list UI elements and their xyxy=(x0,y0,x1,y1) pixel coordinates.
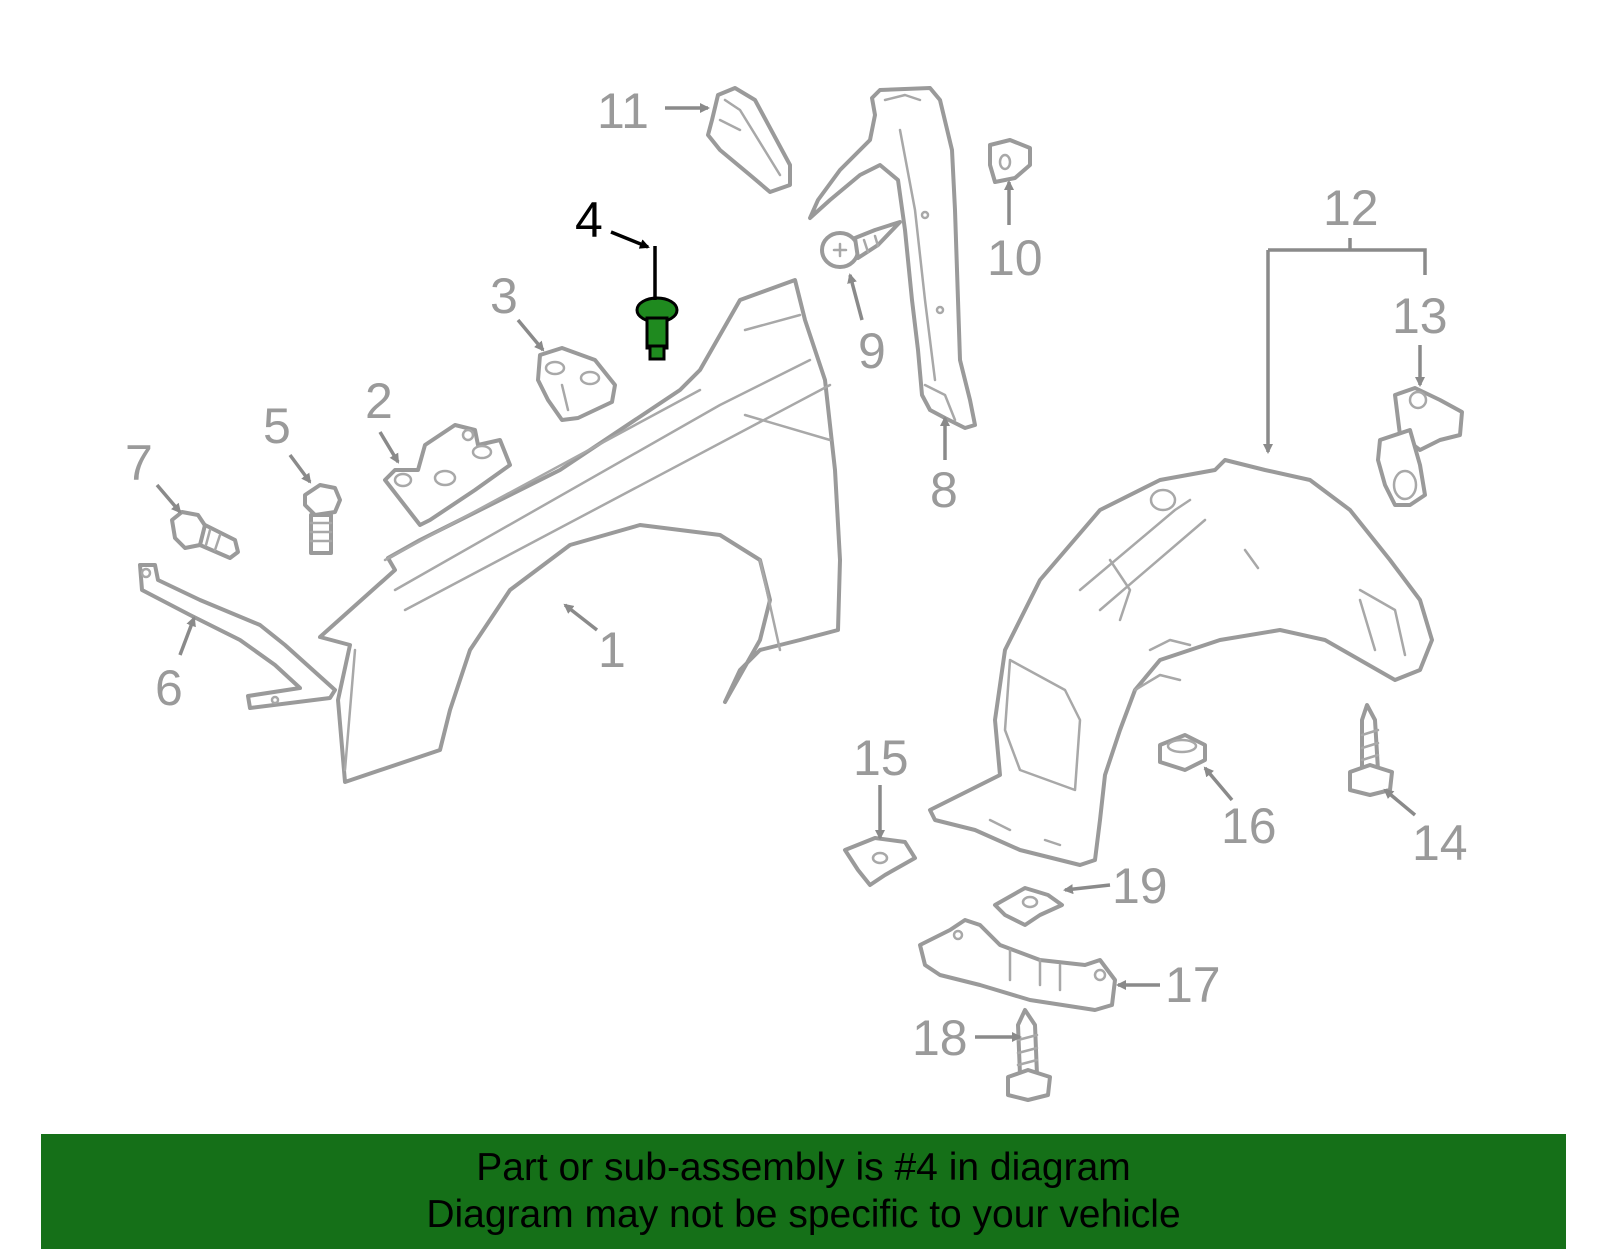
banner-line-1: Part or sub-assembly is #4 in diagram xyxy=(476,1146,1131,1189)
callout-13: 13 xyxy=(1392,288,1448,344)
part-2-bracket xyxy=(383,423,512,527)
callout-17: 17 xyxy=(1165,957,1221,1013)
callout-16: 16 xyxy=(1221,798,1277,854)
callout-2: 2 xyxy=(365,373,393,429)
callout-14: 14 xyxy=(1412,815,1468,871)
callout-19: 19 xyxy=(1112,858,1168,914)
part-7-stud xyxy=(170,510,240,560)
part-6-support-bracket xyxy=(138,563,337,710)
callout-3: 3 xyxy=(490,268,518,324)
part-12-liner xyxy=(928,458,1434,867)
part-5-bolt xyxy=(303,483,342,555)
part-14-screw xyxy=(1348,703,1394,797)
callout-15: 15 xyxy=(853,730,909,786)
part-15-clip xyxy=(843,836,917,887)
callout-6: 6 xyxy=(155,660,183,716)
part-8-apron-brace xyxy=(808,86,977,430)
callout-12: 12 xyxy=(1323,180,1379,236)
callout-4: 4 xyxy=(575,192,603,248)
part-17-bracket xyxy=(918,918,1117,1012)
part-3-plate xyxy=(536,346,617,422)
leader-lines xyxy=(155,103,1427,1042)
part-9-screw xyxy=(820,220,902,269)
banner-line-2: Diagram may not be specific to your vehi… xyxy=(426,1193,1181,1236)
part-13-clip xyxy=(1376,386,1464,507)
part-16-nut xyxy=(1158,733,1207,772)
part-11-bracket xyxy=(706,86,792,194)
part-1-fender xyxy=(318,278,842,784)
callout-7: 7 xyxy=(125,435,153,491)
info-banner: Part or sub-assembly is #4 in diagram Di… xyxy=(41,1134,1566,1249)
callout-1: 1 xyxy=(598,622,626,678)
callout-10: 10 xyxy=(987,230,1043,286)
part-4-clip-highlighted xyxy=(635,296,679,361)
callout-18: 18 xyxy=(912,1010,968,1066)
callout-5: 5 xyxy=(263,398,291,454)
callout-9: 9 xyxy=(858,323,886,379)
callout-11: 11 xyxy=(597,83,649,139)
part-19-speed-nut xyxy=(993,886,1064,927)
callout-8: 8 xyxy=(930,462,958,518)
part-10-nut-clip xyxy=(988,138,1032,184)
part-18-bolt xyxy=(1006,1008,1052,1102)
